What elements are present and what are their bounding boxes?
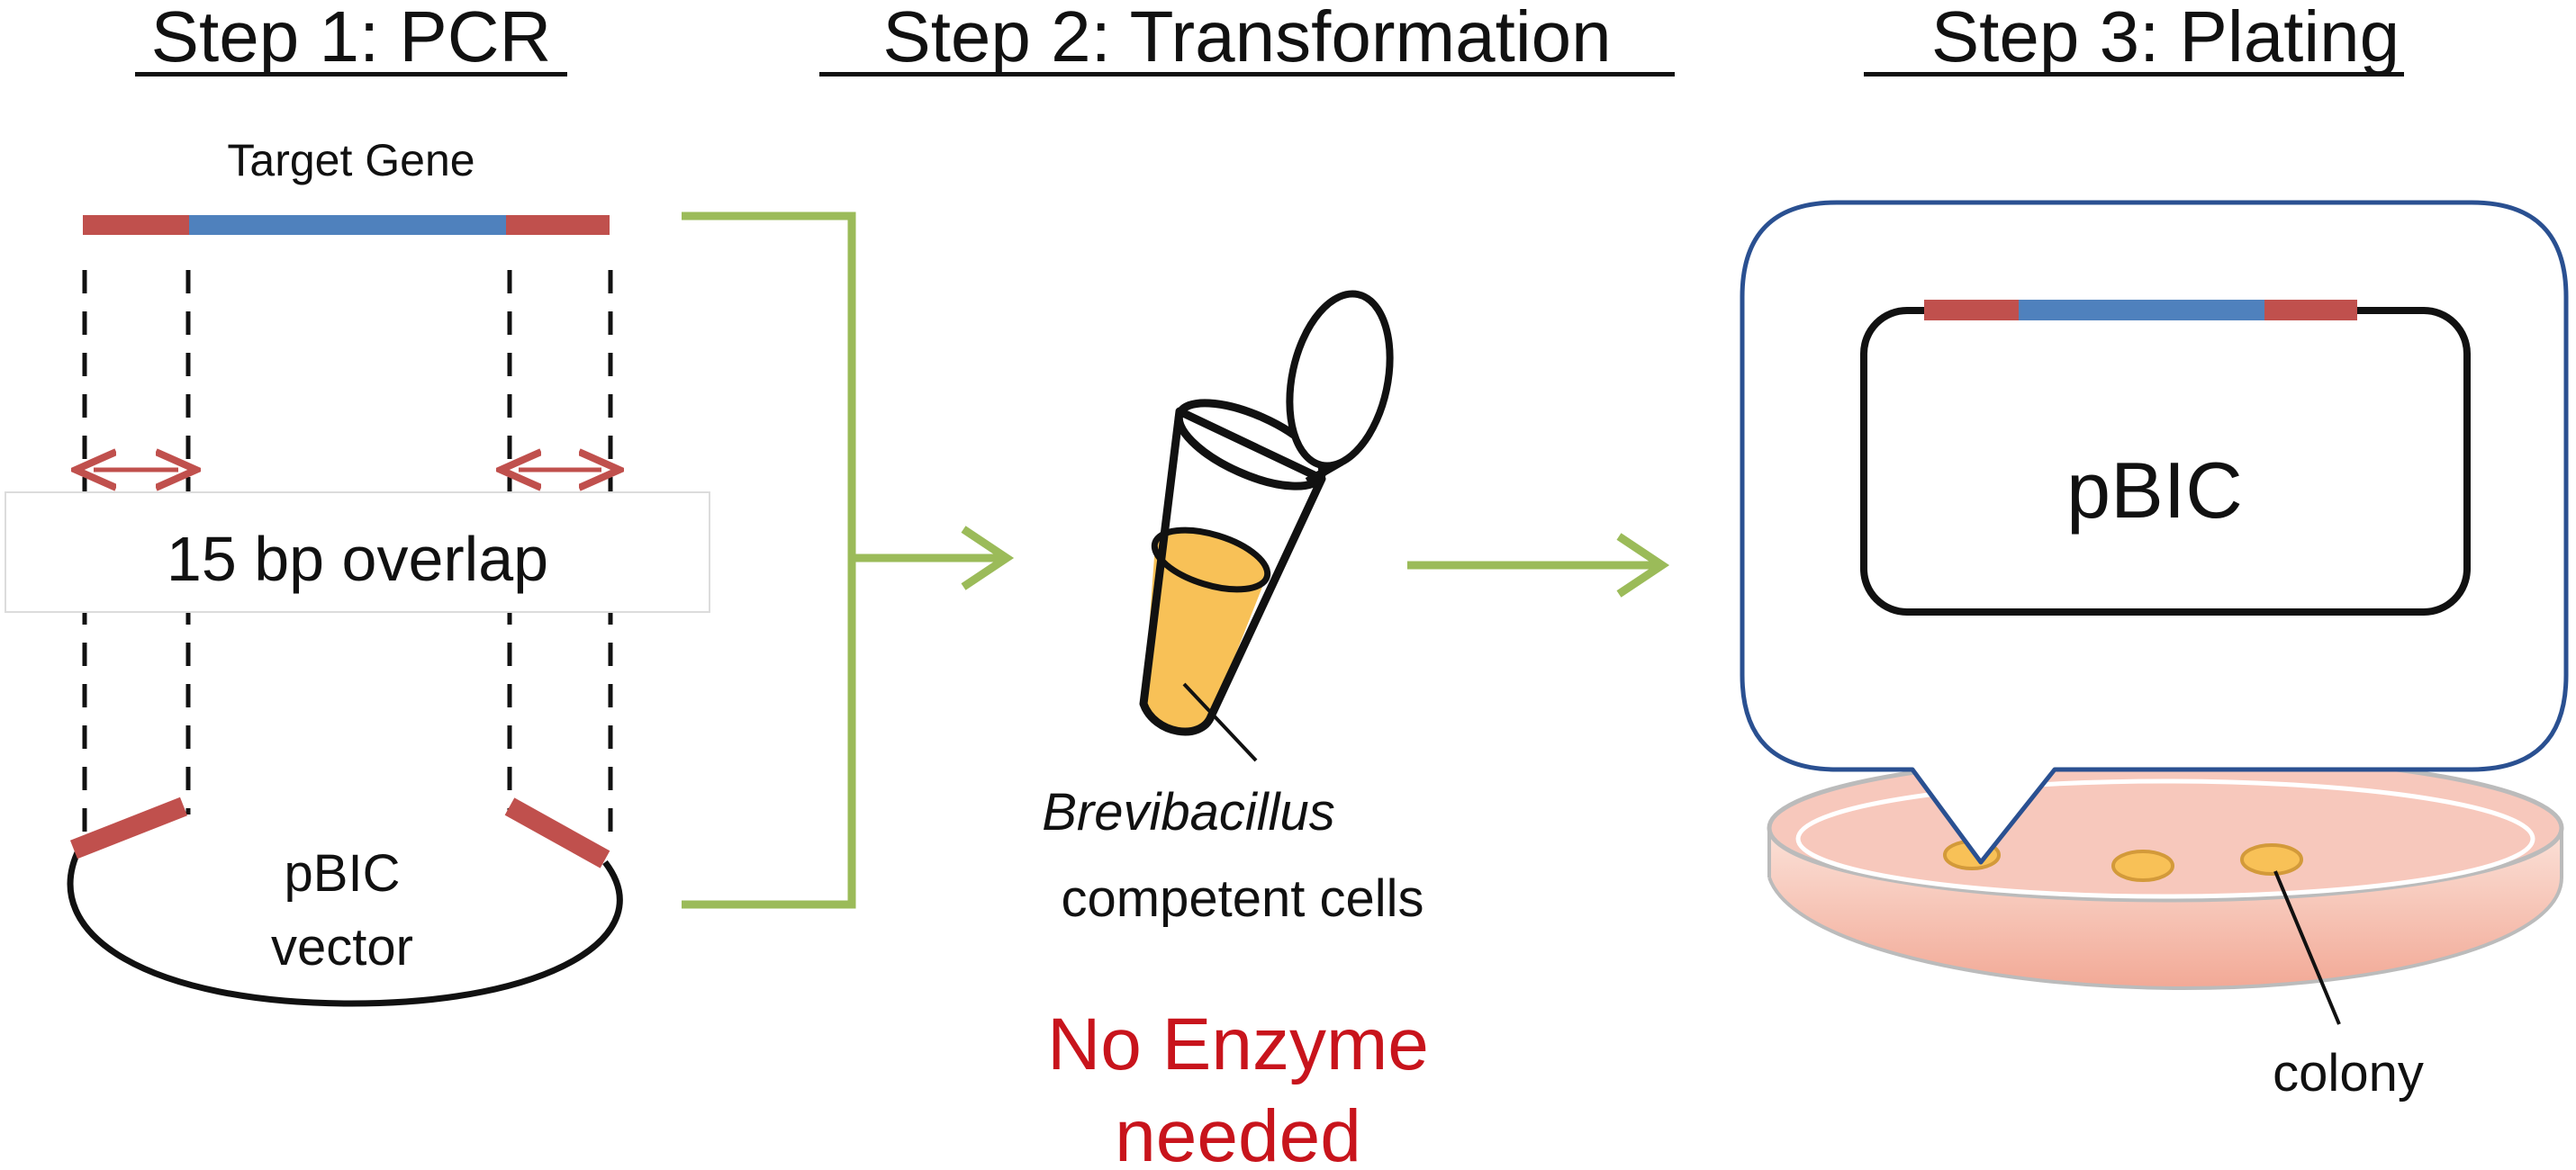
gene-segment — [189, 215, 506, 235]
step1-title-underline — [135, 72, 567, 76]
step3-title-text: Step 3: Plating — [1931, 0, 2400, 76]
step3-title-underline — [1864, 72, 2404, 76]
colony-pointer-line — [2273, 870, 2341, 1025]
target-gene-bar — [83, 215, 610, 235]
no-enzyme-line2: needed — [1115, 1095, 1361, 1170]
step2-title-underline — [819, 72, 1675, 76]
target-gene-label: Target Gene — [227, 135, 475, 185]
cells-pointer-line — [1182, 682, 1258, 762]
no-enzyme-line1: No Enzyme — [1047, 1004, 1429, 1085]
plasmid-gene-insert — [2019, 300, 2264, 320]
alignment-dashed-lines — [82, 270, 613, 832]
colony-3 — [2240, 843, 2303, 876]
overlap-label-box: 15 bp overlap — [5, 491, 710, 613]
tube-cap — [1286, 290, 1394, 470]
step1-title: Step 1: PCR — [135, 0, 567, 76]
step2-title: Step 2: Transformation — [819, 0, 1675, 76]
colony-label: colony — [2273, 1044, 2424, 1102]
plasmid-right-overlap — [2264, 300, 2357, 320]
plasmid-left-overlap — [1924, 300, 2019, 320]
overlap-label: 15 bp overlap — [167, 524, 548, 594]
merge-bracket — [682, 212, 1015, 909]
plasmid-label: pBIC — [2066, 446, 2243, 535]
tube-icon — [1139, 290, 1394, 762]
cells-label-line1: Brevibacillus — [1042, 783, 1335, 842]
vector-label-line2: vector — [271, 918, 413, 976]
step2-title-text: Step 2: Transformation — [882, 0, 1611, 76]
zoom-callout: pBIC — [1740, 200, 2569, 865]
left-overlap-segment — [83, 215, 189, 235]
cells-label-line2: competent cells — [1062, 869, 1424, 928]
vector-label-line1: pBIC — [285, 844, 401, 903]
vector-right-end — [504, 797, 610, 868]
step1-title-text: Step 1: PCR — [151, 0, 552, 76]
colony-2 — [2111, 850, 2174, 882]
step3-title: Step 3: Plating — [1864, 0, 2404, 76]
vector-left-end — [69, 796, 188, 860]
vector-arc — [67, 847, 623, 1007]
right-overlap-segment — [506, 215, 610, 235]
pbic-vector: pBIC vector — [67, 796, 623, 1007]
transform-to-plating-arrow — [1407, 533, 1670, 598]
